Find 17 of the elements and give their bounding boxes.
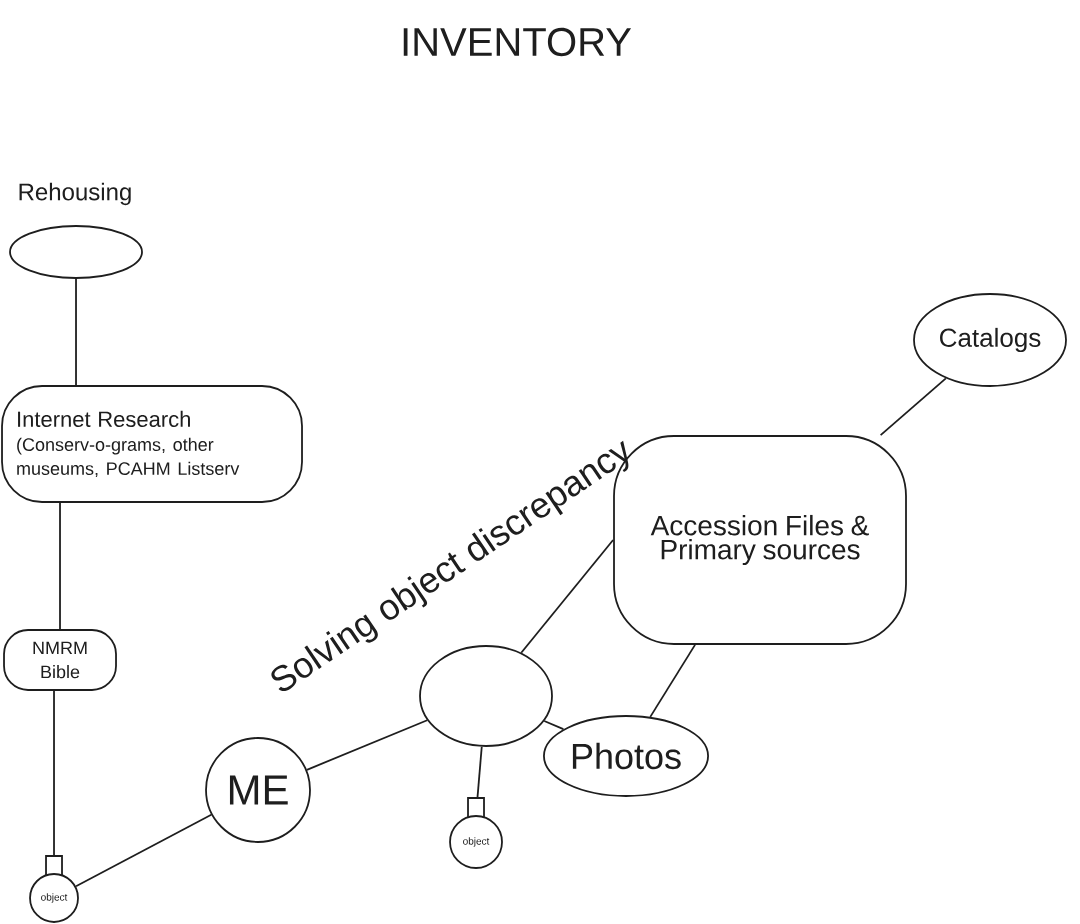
connector-line [476,745,483,799]
topic-bubble: Photos [543,715,709,797]
topic-bubble: Catalogs [913,293,1067,387]
connector-line [879,377,947,436]
connector-line [306,719,429,771]
connector-line [520,539,614,654]
oval-shape [419,645,553,747]
connector-line [59,502,61,630]
topic-bubble: NMRM Bible [3,629,117,691]
connector-line [75,813,213,888]
title: INVENTORY [403,27,632,57]
connector-line [75,278,77,386]
connector-line [649,644,696,718]
connector-line [543,720,565,731]
topic-bubble: Internet Research (Conserv-o-grams, other museums, PCAHM Listserv [1,385,303,503]
connector-line [53,690,55,856]
oval-shape [9,225,143,279]
